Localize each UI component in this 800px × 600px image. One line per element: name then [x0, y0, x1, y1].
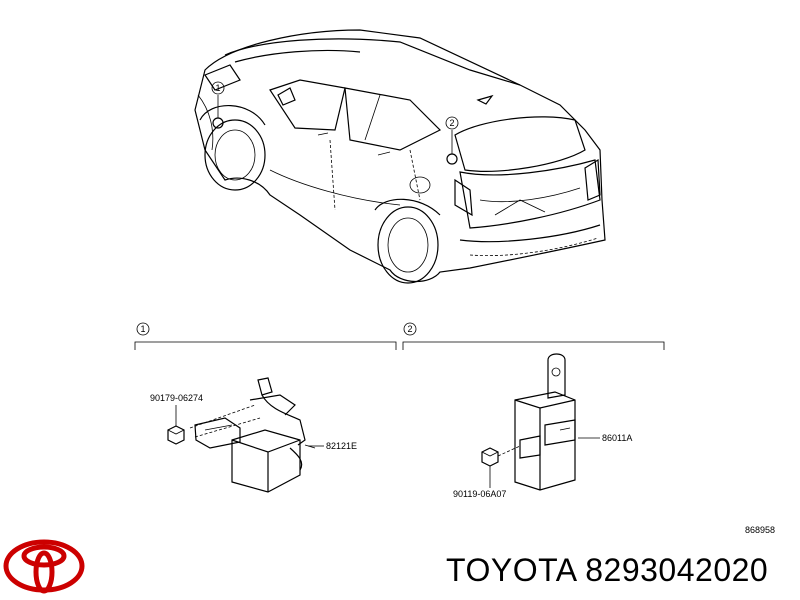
svg-text:1: 1 [215, 83, 220, 93]
part-label-86011A: 86011A [602, 433, 632, 443]
footer-part-number: 8293042020 [585, 552, 769, 588]
bolt-90179-06274 [167, 405, 185, 445]
diagram-id: 868958 [745, 525, 776, 535]
relay-assembly-82121E [189, 377, 316, 493]
svg-text:1: 1 [140, 324, 145, 334]
callout-2-car: 2 [445, 116, 459, 130]
mount-point-2 [446, 153, 458, 165]
footer-part-caption: TOYOTA 8293042020 [446, 552, 768, 589]
section-bracket-1: 1 [134, 322, 397, 350]
footer-brand: TOYOTA [446, 552, 576, 588]
svg-text:2: 2 [449, 118, 454, 128]
bolt-90119-06A07 [481, 445, 521, 488]
module-86011A [514, 353, 576, 491]
part-label-90179-06274: 90179-06274 [150, 393, 203, 403]
svg-text:2: 2 [407, 324, 412, 334]
toyota-logo-icon [3, 539, 85, 594]
callout-1-car: 1 [211, 81, 225, 95]
section-bracket-2: 2 [402, 322, 665, 350]
part-label-82121E: 82121E [326, 441, 357, 451]
part-label-90119-06A07: 90119-06A07 [453, 489, 506, 499]
vehicle-illustration [194, 29, 606, 284]
